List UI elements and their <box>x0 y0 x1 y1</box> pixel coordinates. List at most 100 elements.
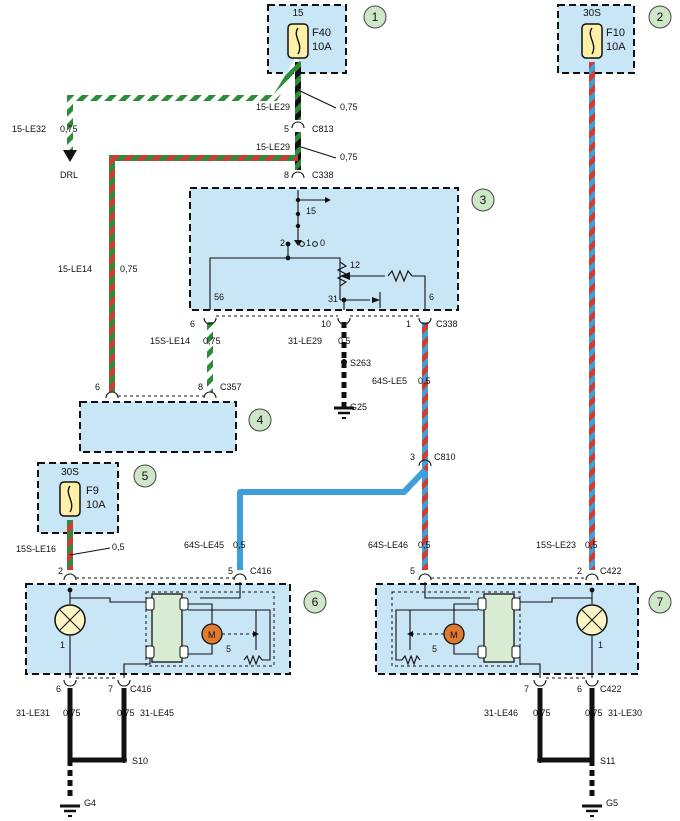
label-15-le32-size: 0,75 <box>60 124 78 134</box>
connector-c813 <box>291 121 305 129</box>
label-pin-6-sw: 6 <box>190 319 195 329</box>
label-64s-le5: 64S-LE5 <box>372 376 407 386</box>
sw-pin-15: 15 <box>306 206 316 216</box>
splice-s10 <box>121 757 127 763</box>
svg-text:5: 5 <box>142 469 149 483</box>
connector-c338-top <box>291 171 305 179</box>
fuse2-terminal: 30S <box>583 8 601 19</box>
callout-4: 4 <box>248 408 272 432</box>
label-drl: DRL <box>60 170 78 180</box>
label-31-le29: 31-LE29 <box>288 336 322 346</box>
connector-c416-bottom <box>63 677 131 687</box>
label-c813: C813 <box>312 124 334 134</box>
label-c338-bottom: C338 <box>436 319 458 329</box>
callout-6: 6 <box>303 590 327 614</box>
label-c338-top: C338 <box>312 170 334 180</box>
label-c416-pin6: 6 <box>56 684 61 694</box>
connector-c416-top <box>63 573 247 581</box>
label-pin-1-c338: 1 <box>406 319 411 329</box>
label-c357: C357 <box>220 382 242 392</box>
switch-unit-box <box>189 187 459 311</box>
label-15-le14: 15-LE14 <box>58 264 92 274</box>
label-s263: S263 <box>350 358 371 368</box>
label-c422-top: C422 <box>600 566 622 576</box>
svg-text:2: 2 <box>657 10 664 24</box>
label-64s-le46-size: 0,5 <box>418 540 431 550</box>
drl-arrow-icon <box>63 150 77 162</box>
connector-c422-bottom <box>533 677 599 687</box>
fuse5-id: F9 <box>86 485 99 497</box>
relay-left <box>151 593 183 663</box>
fuse1-id: F40 <box>312 27 331 39</box>
label-c810: C810 <box>434 452 456 462</box>
connector-c810 <box>418 459 432 467</box>
ground-g5-icon <box>582 804 602 817</box>
label-31-le31: 31-LE31 <box>16 708 50 718</box>
label-15s-le23: 15S-LE23 <box>536 540 576 550</box>
connector-c357 <box>105 391 217 399</box>
label-15-le29a: 15-LE29 <box>256 102 290 112</box>
label-c810-pin: 3 <box>410 452 415 462</box>
splice-s11 <box>537 757 543 763</box>
sw-pin-56: 56 <box>214 292 224 302</box>
motor-left-label: M <box>208 630 216 640</box>
label-c422-pin5: 5 <box>410 566 415 576</box>
label-s10: S10 <box>132 756 148 766</box>
lamp-right-pin-1: 1 <box>598 640 603 650</box>
label-g25: G25 <box>350 402 367 412</box>
connector-c338-bottom <box>203 315 432 325</box>
fuse5-rating: 10A <box>86 499 106 511</box>
fuse-f40-icon <box>287 23 309 59</box>
label-64s-le46: 64S-LE46 <box>368 540 408 550</box>
wire-15-le14 <box>109 155 298 392</box>
callout-3: 3 <box>471 188 495 212</box>
label-31-le45-size: 0,75 <box>117 708 135 718</box>
label-15-le29b-size: 0,75 <box>340 152 358 162</box>
label-c357-pin8: 8 <box>198 382 203 392</box>
label-c416-top: C416 <box>250 566 272 576</box>
label-15s-le14-size: 0,75 <box>203 336 221 346</box>
label-15-le29a-size: 0,75 <box>340 102 358 112</box>
label-64s-le45-size: 0,5 <box>233 540 246 550</box>
fuse-f9-icon <box>59 481 81 517</box>
label-31-le46: 31-LE46 <box>484 708 518 718</box>
ground-g25-icon <box>334 406 354 419</box>
fuse2-rating: 10A <box>606 41 626 53</box>
label-pin-10: 10 <box>321 319 331 329</box>
lamp-left-pin-5: 5 <box>226 644 231 654</box>
sw-pos-2: 2 <box>280 238 285 248</box>
callout-2: 2 <box>648 5 672 29</box>
wire-64s-le45 <box>237 467 428 570</box>
sw-pin-6: 6 <box>429 292 434 302</box>
label-64s-le45: 64S-LE45 <box>184 540 224 550</box>
wire-31-le45 <box>70 688 127 763</box>
label-15s-le16: 15S-LE16 <box>16 544 56 554</box>
svg-text:1: 1 <box>372 10 379 24</box>
label-31-le45: 31-LE45 <box>140 708 174 718</box>
label-c422-bottom: C422 <box>600 684 622 694</box>
label-31-le29-size: 0,5 <box>338 336 351 346</box>
lamp-left-pin-1: 1 <box>60 640 65 650</box>
fuse1-terminal: 15 <box>292 8 304 19</box>
label-c338-top-pin: 8 <box>284 170 289 180</box>
label-15-le14-size: 0,75 <box>120 264 138 274</box>
label-15-le32: 15-LE32 <box>12 124 46 134</box>
splice-s263 <box>341 359 347 365</box>
label-g4: G4 <box>84 798 96 808</box>
sw-pin-31: 31 <box>328 294 338 304</box>
label-15s-le14: 15S-LE14 <box>150 336 190 346</box>
label-c416-bottom: C416 <box>130 684 152 694</box>
lamp-module-right-internals <box>391 582 608 678</box>
label-c422-pin6: 6 <box>577 684 582 694</box>
label-31-le30-size: 0,75 <box>585 708 603 718</box>
wire-31-le46 <box>537 688 592 763</box>
unit-4-box <box>79 401 237 453</box>
callout-7: 7 <box>648 590 672 614</box>
ground-g4-icon <box>60 804 80 817</box>
label-31-le30: 31-LE30 <box>608 708 642 718</box>
connector-c422-top <box>418 573 599 581</box>
fuse1-rating: 10A <box>312 41 332 53</box>
label-64s-le5-size: 0,5 <box>418 376 431 386</box>
svg-text:4: 4 <box>257 413 264 427</box>
